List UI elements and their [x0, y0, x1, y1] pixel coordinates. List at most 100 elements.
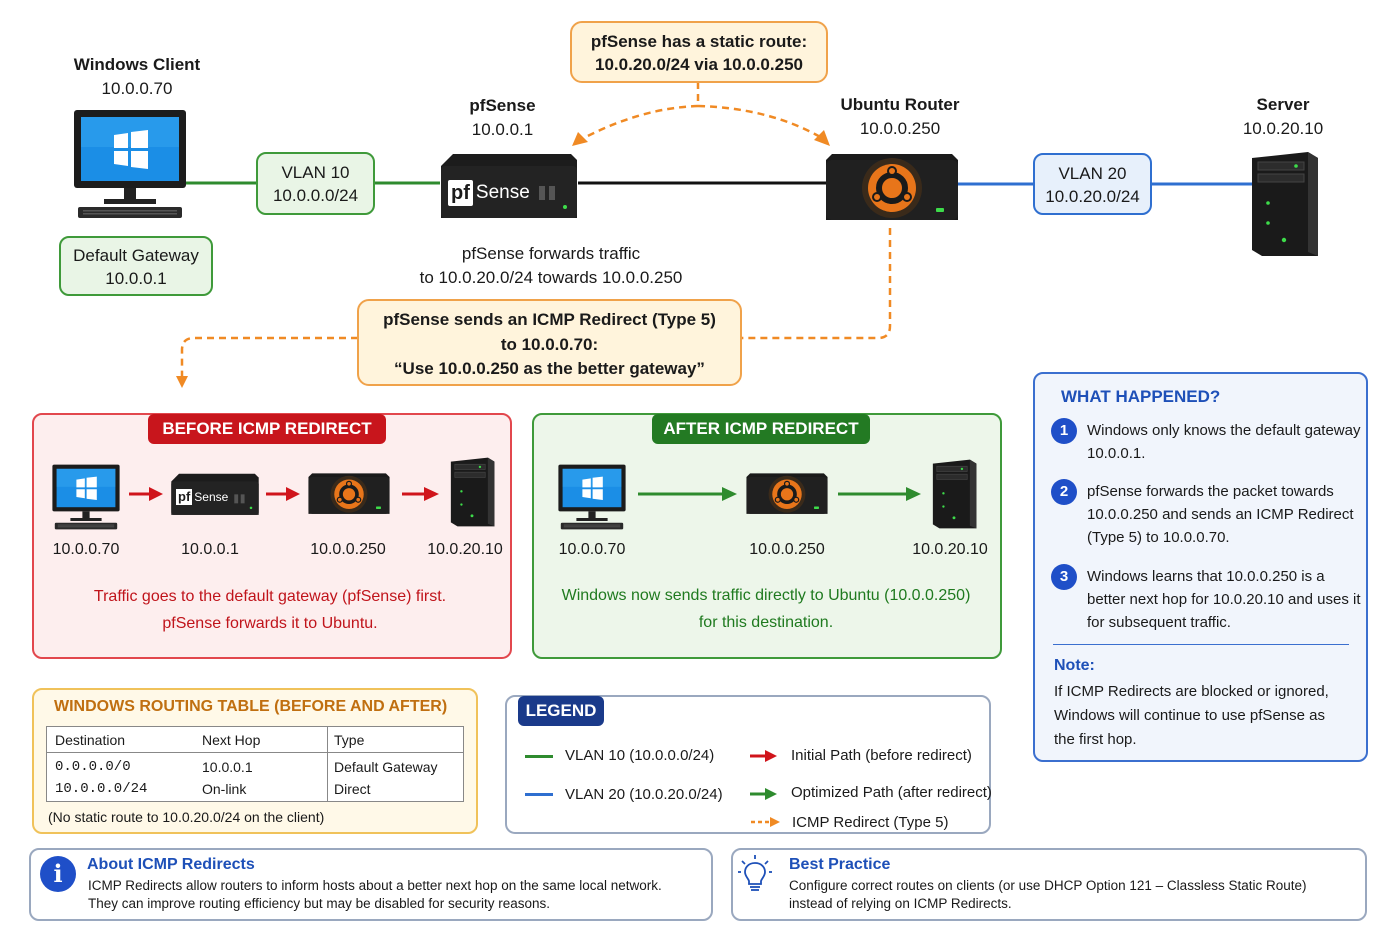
about-text: ICMP Redirects allow routers to inform h… — [88, 877, 662, 913]
about-panel — [29, 848, 713, 921]
default-gateway-badge: Default Gateway 10.0.0.1 — [59, 236, 213, 296]
icmp-redirect-callout: pfSense sends an ICMP Redirect (Type 5) … — [357, 299, 742, 386]
step-3-badge: 3 — [1051, 564, 1077, 590]
best-practice-panel — [731, 848, 1367, 921]
after-ubuntu-icon — [744, 462, 830, 524]
row1-type: Default Gateway — [334, 759, 438, 775]
default-gateway-ip: 10.0.0.1 — [105, 269, 167, 288]
routing-table: Destination Next Hop Type 0.0.0.0/0 10.0… — [46, 726, 464, 802]
after-server-icon — [930, 457, 978, 531]
after-addr-client: 10.0.0.70 — [558, 541, 626, 558]
legend-vlan10-label: VLAN 10 (10.0.0.0/24) — [565, 747, 715, 764]
what-happened-panel — [1033, 372, 1368, 762]
before-arrow-2 — [266, 487, 300, 501]
step-3-text: Windows learns that 10.0.0.250 is a bett… — [1087, 568, 1361, 631]
row1-nexthop: 10.0.0.1 — [202, 759, 253, 775]
row2-type: Direct — [334, 781, 371, 797]
before-arrow-1 — [129, 487, 163, 501]
legend-icmp-label: ICMP Redirect (Type 5) — [792, 814, 949, 831]
row2-destination: 10.0.0.0/24 — [55, 781, 148, 797]
lightbulb-icon — [738, 855, 772, 891]
step-2-badge: 2 — [1051, 479, 1077, 505]
pfsense-ip: 10.0.0.1 — [471, 120, 534, 139]
legend-initial-label: Initial Path (before redirect) — [791, 747, 972, 764]
redirect-line2: to 10.0.0.70: — [500, 334, 599, 354]
ubuntu-router-label: Ubuntu Router 10.0.0.250 — [822, 93, 978, 141]
before-arrow-3 — [402, 487, 439, 501]
pfsense-name: pfSense — [469, 96, 536, 115]
after-caption-line1: Windows now sends traffic directly to Ub… — [561, 587, 971, 604]
col-header-nexthop: Next Hop — [202, 732, 261, 748]
server-ip: 10.0.20.10 — [1242, 119, 1324, 138]
best-practice-title: Best Practice — [789, 856, 891, 873]
ubuntu-router-name: Ubuntu Router — [840, 95, 960, 114]
static-route-callout: pfSense has a static route: 10.0.20.0/24… — [570, 21, 828, 83]
legend-vlan20-swatch — [525, 793, 553, 796]
before-addr-ubuntu: 10.0.0.250 — [310, 541, 386, 558]
legend-icmp-arrow-icon — [751, 816, 781, 828]
before-addr-server: 10.0.20.10 — [427, 541, 503, 558]
static-route-arc-right — [697, 104, 823, 140]
after-client-icon — [556, 463, 628, 531]
redirect-line1: pfSense sends an ICMP Redirect (Type 5) — [383, 310, 716, 329]
what-happened-divider — [1053, 644, 1349, 645]
legend-optimized-arrow-icon — [750, 788, 777, 800]
pfsense-logo: pf Sense — [448, 178, 530, 208]
legend-vlan20-label: VLAN 20 (10.0.20.0/24) — [565, 786, 723, 803]
ubuntu-router-icon — [822, 146, 962, 226]
before-addr-client: 10.0.0.70 — [52, 541, 120, 558]
after-addr-server: 10.0.20.10 — [912, 541, 988, 558]
about-line1: ICMP Redirects allow routers to inform h… — [88, 878, 662, 893]
icmp-redirect-path-left — [180, 336, 358, 376]
after-arrow-2 — [838, 487, 921, 501]
best-practice-line2: instead of relying on ICMP Redirects. — [789, 896, 1012, 911]
before-server-icon — [448, 455, 496, 529]
after-arrow-1 — [638, 487, 737, 501]
vlan20-subnet: 10.0.20.0/24 — [1045, 187, 1140, 206]
server-icon — [1248, 148, 1320, 260]
before-panel-title: BEFORE ICMP REDIRECT — [148, 414, 386, 444]
after-caption: Windows now sends traffic directly to Ub… — [540, 582, 992, 636]
col-header-destination: Destination — [55, 732, 126, 748]
col-header-type: Type — [334, 732, 365, 748]
before-caption-line1: Traffic goes to the default gateway (pfS… — [93, 588, 447, 605]
row2-nexthop: On-link — [202, 781, 247, 797]
windows-client-ip: 10.0.0.70 — [101, 79, 173, 98]
legend-vlan10-swatch — [525, 755, 553, 758]
vlan10-subnet: 10.0.0.0/24 — [272, 186, 359, 205]
windows-client-monitor-icon — [70, 108, 190, 220]
info-icon: i — [40, 856, 76, 892]
server-label: Server 10.0.20.10 — [1228, 93, 1338, 141]
vlan10-name: VLAN 10 — [281, 163, 350, 182]
note-text: If ICMP Redirects are blocked or ignored… — [1054, 683, 1329, 748]
before-caption: Traffic goes to the default gateway (pfS… — [40, 583, 500, 637]
ubuntu-router-ip: 10.0.0.250 — [859, 119, 941, 138]
server-name: Server — [1256, 95, 1310, 114]
step-2-text: pfSense forwards the packet towards 10.0… — [1087, 483, 1354, 546]
windows-client-name: Windows Client — [73, 55, 201, 74]
step-1-text: Windows only knows the default gateway 1… — [1087, 422, 1361, 462]
static-route-arc-left — [579, 104, 699, 142]
after-redirect-panel — [532, 413, 1002, 659]
pfsense-label: pfSense 10.0.0.1 — [440, 94, 565, 142]
step-1-badge: 1 — [1051, 418, 1077, 444]
icmp-redirect-path-right — [742, 228, 892, 340]
after-caption-line2: for this destination. — [698, 614, 834, 631]
before-caption-line2: pfSense forwards it to Ubuntu. — [162, 615, 378, 632]
before-client-icon — [50, 463, 122, 531]
about-title: About ICMP Redirects — [87, 856, 255, 873]
legend-optimized-label: Optimized Path (after redirect) — [791, 784, 992, 801]
legend-title: LEGEND — [518, 696, 604, 726]
about-line2: They can improve routing efficiency but … — [88, 896, 550, 911]
pfsense-appliance-icon: pf Sense — [438, 152, 580, 222]
forward-note: pfSense forwards traffic to 10.0.20.0/24… — [396, 242, 706, 290]
before-ubuntu-icon — [306, 462, 392, 524]
vlan10-badge: VLAN 10 10.0.0.0/24 — [256, 152, 375, 215]
after-addr-ubuntu: 10.0.0.250 — [749, 541, 825, 558]
routing-table-footnote: (No static route to 10.0.20.0/24 on the … — [48, 809, 325, 825]
vlan20-badge: VLAN 20 10.0.20.0/24 — [1033, 153, 1152, 215]
redirect-line3: “Use 10.0.0.250 as the better gateway” — [394, 359, 705, 378]
default-gateway-label: Default Gateway — [73, 246, 199, 265]
legend-initial-arrow-icon — [750, 750, 777, 762]
